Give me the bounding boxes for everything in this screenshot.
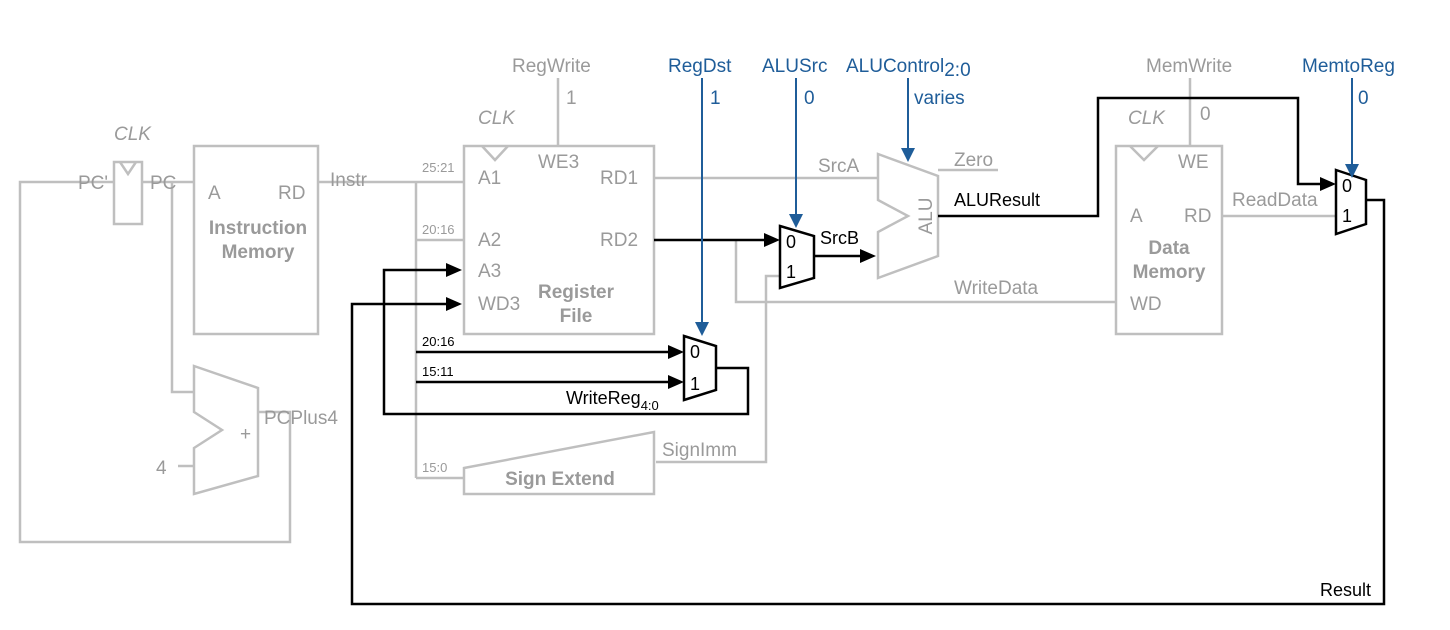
dm-wd-label: WD: [1130, 294, 1162, 315]
alucontrol-value: varies: [914, 88, 965, 109]
alusrc-mux-0: 0: [786, 232, 796, 252]
result-label: Result: [1320, 580, 1371, 600]
memtoreg-name: MemtoReg: [1302, 56, 1395, 77]
rf-a3-label: A3: [478, 261, 501, 282]
dm-rd-label: RD: [1184, 206, 1211, 227]
alu-block: [876, 152, 940, 280]
regdst-mux-1: 1: [690, 374, 700, 394]
rf-title-1: Register: [538, 282, 615, 303]
inactive-wires: [18, 78, 1336, 544]
active-wires: [350, 96, 1386, 606]
dm-title-2: Memory: [1133, 262, 1206, 283]
rf-rd2-label: RD2: [600, 230, 638, 251]
bits-20-16-regdst: 20:16: [422, 334, 455, 349]
regdst-name: RegDst: [668, 56, 732, 77]
regwrite-name: RegWrite: [512, 56, 591, 77]
im-title-2: Memory: [222, 242, 295, 263]
constant-four: 4: [156, 458, 167, 479]
bits-15-11: 15:11: [422, 364, 454, 379]
sign-extend-label: Sign Extend: [505, 469, 615, 490]
zero-label: Zero: [954, 150, 993, 171]
rf-wd3-label: WD3: [478, 294, 520, 315]
rf-title-2: File: [560, 306, 593, 327]
alusrc-mux-1: 1: [786, 262, 796, 282]
memwrite-value: 0: [1200, 104, 1211, 125]
im-rd-label: RD: [278, 183, 305, 204]
regdst-mux-0: 0: [690, 342, 700, 362]
dm-a-label: A: [1130, 206, 1143, 227]
readdata-label: ReadData: [1232, 190, 1318, 211]
pc-label: PC: [150, 173, 176, 194]
alucontrol-name: ALUControl2:0: [846, 56, 971, 81]
memtoreg-value: 0: [1358, 88, 1369, 109]
data-memory: [1114, 144, 1224, 336]
pc-adder: [192, 364, 260, 496]
srcb-label: SrcB: [820, 228, 859, 248]
rf-a2-label: A2: [478, 230, 501, 251]
pc-register: [112, 160, 144, 226]
rf-we3-label: WE3: [538, 152, 579, 173]
srca-label: SrcA: [818, 156, 860, 177]
adder-plus: +: [240, 424, 251, 445]
regdst-mux: [682, 334, 718, 402]
rf-a1-label: A1: [478, 168, 501, 189]
regdst-value: 1: [710, 88, 721, 109]
instruction-memory: [192, 144, 320, 336]
aluresult-label: ALUResult: [954, 190, 1040, 210]
memwrite-name: MemWrite: [1146, 56, 1232, 77]
bits-20-16-a2: 20:16: [422, 222, 455, 237]
instr-label: Instr: [330, 170, 368, 191]
dm-we-label: WE: [1178, 152, 1209, 173]
writedata-label: WriteData: [954, 278, 1039, 299]
clk-label-dm: CLK: [1128, 108, 1166, 129]
im-title-1: Instruction: [209, 218, 307, 239]
memtoreg-mux: [1334, 168, 1368, 236]
memtoreg-mux-1: 1: [1342, 206, 1352, 226]
pc-prime-label: PC': [78, 173, 108, 194]
signimm-label: SignImm: [662, 440, 737, 461]
rf-rd1-label: RD1: [600, 168, 638, 189]
register-file: [462, 144, 656, 336]
writereg-label: WriteReg4:0: [566, 388, 659, 413]
clk-label-pc: CLK: [114, 124, 152, 145]
pcplus4-label: PCPlus4: [264, 408, 338, 429]
control-wires: [695, 78, 1359, 336]
im-a-label: A: [208, 183, 221, 204]
sign-extend-block: [462, 430, 656, 496]
regwrite-value: 1: [566, 88, 577, 109]
alusrc-mux: [778, 224, 816, 290]
alusrc-name: ALUSrc: [762, 56, 827, 77]
memtoreg-mux-0: 0: [1342, 176, 1352, 196]
alusrc-value: 0: [804, 88, 815, 109]
dm-title-1: Data: [1148, 238, 1190, 259]
clk-label-rf: CLK: [478, 108, 516, 129]
bits-25-21: 25:21: [422, 160, 455, 175]
alu-label: ALU: [916, 198, 937, 235]
bits-15-0: 15:0: [422, 460, 447, 475]
